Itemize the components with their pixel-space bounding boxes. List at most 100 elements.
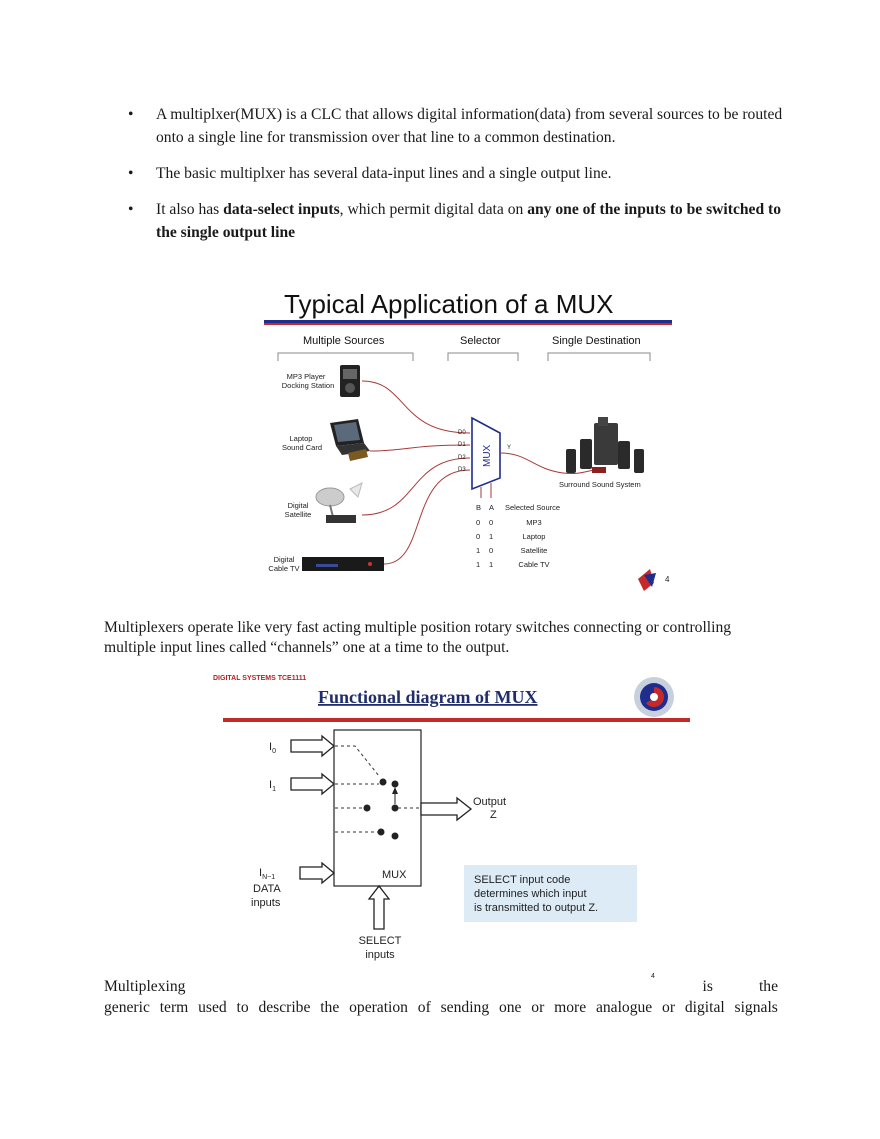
table-row-0-a: 0 [489, 518, 493, 527]
table-row-1-source: Laptop [523, 532, 546, 541]
closing-word: sending [440, 999, 490, 1016]
closing-word: operation [349, 999, 408, 1016]
note-line-2: determines which input [474, 888, 587, 900]
output-label: Output [473, 796, 506, 808]
title-underline-blue [264, 320, 672, 323]
select-arrow [367, 884, 391, 930]
paragraph-multiplexers: Multiplexers operate like very fast acti… [104, 619, 732, 656]
bullet-marker: • [128, 165, 134, 182]
table-row-3-source: Cable TV [518, 560, 549, 569]
closing-word: signals [734, 999, 778, 1016]
table-row-3-b: 1 [476, 560, 480, 569]
source-satellite-line1: Digital [288, 501, 309, 510]
table-header-b: B [476, 503, 481, 512]
source-satellite-line2: Satellite [285, 510, 312, 519]
table-row-1-b: 0 [476, 532, 480, 541]
logo-icon [638, 569, 656, 591]
input-i1-label: I1 [269, 779, 276, 793]
output-arrow [420, 796, 473, 822]
bullet-item: • It also has data-select inputs, which … [128, 198, 788, 244]
table-row-0-b: 0 [476, 518, 480, 527]
closing-word: describe [258, 999, 311, 1016]
word-multiplexing: Multiplexing [104, 978, 186, 995]
closing-word: digital [684, 999, 725, 1016]
input-arrow-i0 [290, 734, 336, 758]
bullet-item: • A multiplxer(MUX) is a CLC that allows … [128, 103, 788, 149]
course-label: DIGITAL SYSTEMS TCE1111 [213, 675, 306, 682]
source-laptop-line1: Laptop [290, 434, 313, 443]
bullet-bold-text: any one of the inputs to be switched to … [156, 201, 782, 241]
closing-word: the [320, 999, 340, 1016]
note-line-3: is transmitted to output Z. [474, 902, 598, 914]
input-d0: D0 [458, 430, 466, 436]
bracket-destination [547, 352, 651, 361]
bullet-marker: • [128, 201, 134, 218]
title-underline-red [264, 323, 672, 325]
mp3-player-icon [340, 365, 360, 397]
data-label: DATA [253, 883, 281, 895]
input-wires [361, 380, 471, 565]
laptop-icon [330, 419, 370, 461]
figure2-page-number: 4 [651, 973, 655, 980]
table-row-1-a: 1 [489, 532, 493, 541]
input-i0-label: I0 [269, 741, 276, 755]
bullet-bold-text: data-select inputs [223, 201, 340, 218]
selection-table-rows: 0 0 MP3 0 1 Laptop 1 0 Satellite 1 1 Cab… [476, 518, 550, 569]
speaker-system-icon [566, 417, 644, 473]
closing-word: analogue [595, 999, 653, 1016]
mux-application-figure: Typical Application of a MUX Multiple So… [264, 289, 672, 591]
output-wire [499, 452, 599, 474]
bullet-text: A multiplxer(MUX) is a CLC that allows d… [156, 106, 783, 146]
input-d1: D1 [458, 442, 466, 448]
input-arrow-in1 [299, 861, 336, 885]
table-row-3-a: 1 [489, 560, 493, 569]
input-d3: D3 [458, 467, 466, 473]
header-multiple-sources: Multiple Sources [303, 335, 385, 347]
word-is: is [702, 978, 713, 995]
note-line-1: SELECT input code [474, 874, 570, 886]
closing-word: generic [104, 999, 150, 1016]
table-row-2-source: Satellite [521, 546, 548, 555]
source-mp3-line1: MP3 Player [287, 372, 326, 381]
input-in1-label: IN−1 [259, 867, 275, 881]
destination-label: Surround Sound System [559, 480, 641, 489]
data-inputs-label: inputs [251, 897, 281, 909]
closing-word: to [236, 999, 249, 1016]
title-rule [223, 718, 690, 722]
bullet-item: • The basic multiplxer has several data-i… [128, 162, 788, 185]
table-row-0-source: MP3 [526, 518, 541, 527]
bullet-text: It also has [156, 201, 224, 218]
bullet-text: The basic multiplxer has several data-in… [156, 165, 612, 182]
closing-word: used [198, 999, 227, 1016]
source-cabletv-line1: Digital [274, 555, 295, 564]
table-row-2-a: 0 [489, 546, 493, 555]
closing-word: one [498, 999, 522, 1016]
input-arrow-i1 [290, 772, 336, 796]
closing-word: or [662, 999, 676, 1016]
output-y: Y [507, 445, 511, 451]
output-z-label: Z [490, 809, 497, 821]
note-box [464, 865, 637, 922]
switch-pointer-head [392, 787, 398, 794]
word-the: the [758, 978, 778, 995]
mux-label: MUX [482, 444, 493, 467]
figure1-page-number: 4 [665, 575, 670, 584]
closing-word: or [531, 999, 545, 1016]
closing-word: term [159, 999, 189, 1016]
table-header-a: A [489, 503, 494, 512]
switch-lines [335, 745, 380, 833]
bullet-marker: • [128, 106, 134, 123]
switch-contacts [363, 778, 399, 840]
bracket-selector [447, 352, 519, 361]
satellite-dish-icon [315, 482, 363, 523]
university-logo-icon [634, 677, 674, 717]
mux-functional-diagram: DIGITAL SYSTEMS TCE1111 Functional diagr… [213, 675, 690, 980]
mux-block [471, 416, 501, 491]
table-row-2-b: 1 [476, 546, 480, 555]
bullet-list: • A multiplxer(MUX) is a CLC that allows … [128, 103, 788, 257]
source-mp3-line2: Docking Station [282, 381, 335, 390]
select-inputs-label: inputs [365, 949, 395, 961]
closing-line-1: Multiplexing is the [104, 976, 778, 997]
